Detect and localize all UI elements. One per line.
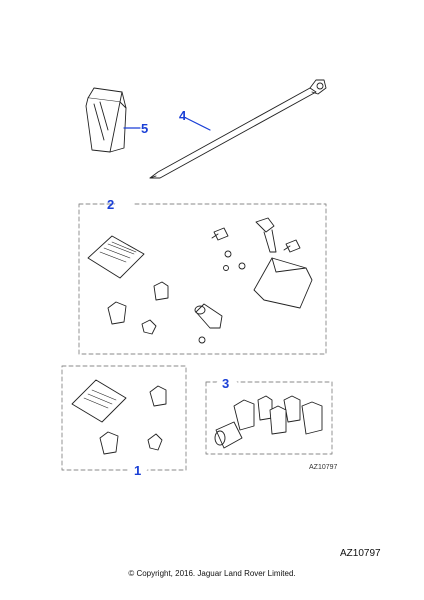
diagram-ref-large: AZ10797 [340, 548, 381, 559]
callout-2: 2 [107, 197, 115, 212]
part-3-contents [214, 395, 323, 449]
callout-4: 4 [179, 108, 187, 123]
part-2-kit-box [78, 203, 327, 355]
part-3-kit-box [205, 381, 333, 455]
part-1-contents [71, 379, 167, 455]
part-4-wheel-brace [149, 79, 327, 179]
part-2-contents [87, 217, 313, 344]
callout-1: 1 [134, 463, 142, 478]
callout-5: 5 [141, 121, 149, 136]
copyright-notice: © Copyright, 2016. Jaguar Land Rover Lim… [128, 569, 296, 578]
callout-3: 3 [222, 376, 230, 391]
part-1-kit-box [61, 365, 187, 471]
diagram-ref-small: AZ10797 [309, 464, 338, 471]
part-5-pouch [85, 87, 141, 153]
